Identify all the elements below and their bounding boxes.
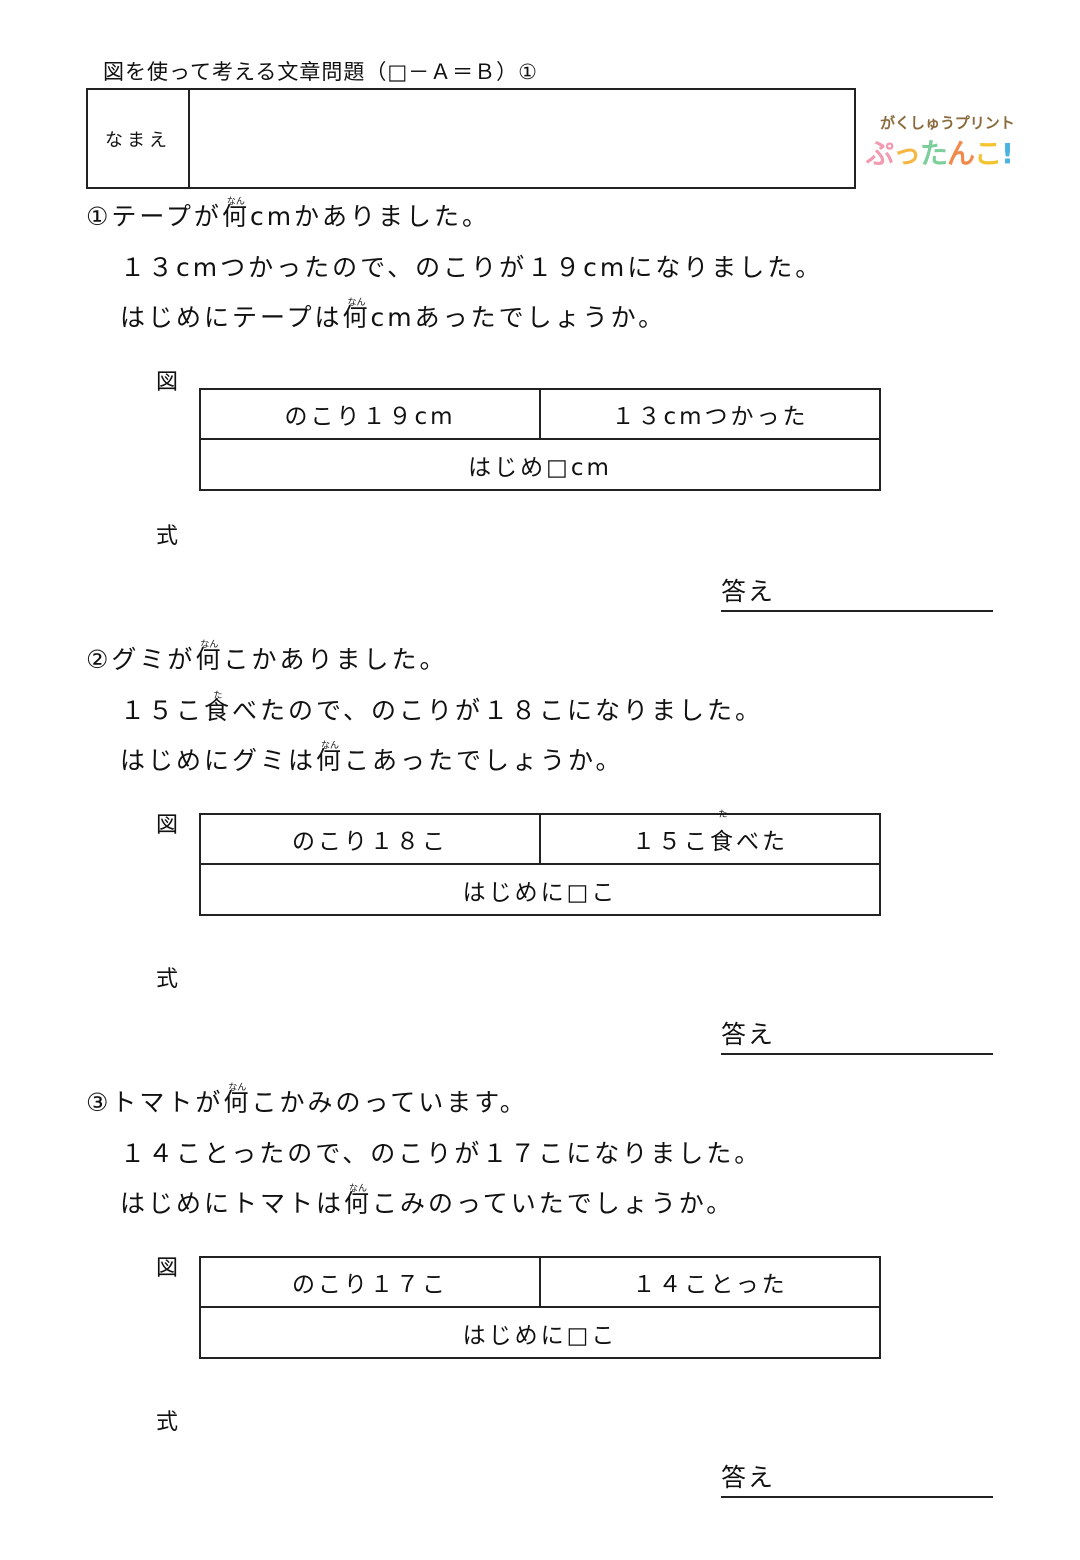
logo-char: ! [1001,137,1014,170]
worksheet-title: 図を使って考える文章問題（□－Ａ＝Ｂ）① [103,60,538,84]
problem-number: ② [86,645,112,674]
answer-field[interactable]: 答え [721,1015,993,1055]
diagram-remaining-cell: のこり１８こ [201,815,541,863]
logo-char: ぷ [866,137,894,170]
ruby-base: 何 [221,202,250,231]
text: テープが [111,202,222,231]
diagram-total-cell: はじめ□cm [468,454,612,481]
logo-tagline: がくしゅうプリント [880,114,1015,132]
text: トマトが [111,1088,224,1117]
equation-label: 式 [156,967,179,992]
text: cmかありました。 [249,202,491,231]
equation-label: 式 [156,1410,179,1435]
answer-label: 答え [721,1020,776,1049]
diagram-top-row: のこり１７こ １４ことった [201,1258,879,1308]
text: べたので、のこりが１８こになりました。 [232,696,764,725]
ruby-reading: た [718,810,728,820]
text: のこり１９cm [284,404,456,430]
figure-label: 図 [156,370,179,395]
diagram-top-row: のこり１９cm １３cmつかった [201,390,879,440]
tape-diagram: のこり１８こ １５こ食たべた はじめに□こ [199,810,881,916]
ruby-reading: なん [200,640,219,650]
ruby-reading: なん [228,1083,247,1093]
ruby-base: 何 [344,1189,373,1218]
ruby-word: 何なん [195,640,224,675]
logo-char: た [920,137,948,170]
problem-line: １５こ食たべたので、のこりが１８こになりました。 [120,691,764,726]
answer-label: 答え [721,1463,776,1492]
ruby-reading: なん [226,197,245,207]
ruby-word: 食た [204,691,233,726]
text: こみのっていたでしょうか。 [372,1189,735,1218]
text: のこり１８こ [292,829,448,855]
equation-label: 式 [156,524,179,549]
problem-line: ③トマトが何なんこかみのっています。 [86,1083,528,1118]
text: １４ことったので、のこりが１７こになりました。 [120,1139,763,1168]
text: １５こ [120,696,205,725]
problem-number: ① [86,202,112,231]
ruby-base: 何 [342,303,371,332]
logo-char: っ [893,137,921,170]
brand-logo: がくしゅうプリント ぷったんこ! [866,110,1015,174]
text: こかみのっています。 [251,1088,528,1117]
text: べた [736,829,788,855]
text: こあったでしょうか。 [344,746,624,775]
ruby-word: 何なん [316,741,345,776]
text: はじめにグミは [120,746,317,775]
text: １４ことった [632,1272,788,1298]
ruby-word: 何なん [342,298,371,333]
ruby-word: 何なん [223,1083,252,1118]
problem-line: ②グミが何なんこかありました。 [86,640,448,675]
logo-char: ん [947,137,975,170]
problem-line: １４ことったので、のこりが１７こになりました。 [120,1139,762,1169]
logo-char: こ [974,137,1002,170]
ruby-reading: なん [321,741,340,751]
text: cmあったでしょうか。 [370,303,667,332]
ruby-base: 何 [195,645,224,674]
diagram-top-row: のこり１８こ １５こ食たべた [201,810,879,865]
tape-diagram: のこり１７こ １４ことった はじめに□こ [199,1256,881,1359]
text: １３cmつかったので、のこりが１９cmになりました。 [120,253,824,282]
logo-brand: ぷったんこ! [866,132,1014,172]
problem-line: はじめにグミは何なんこあったでしょうか。 [120,741,624,776]
ruby-reading: なん [347,298,366,308]
text: こかありました。 [223,645,448,674]
text: １５こ [632,829,710,855]
answer-label: 答え [721,577,776,606]
tape-diagram: のこり１９cm １３cmつかった はじめ□cm [199,388,881,491]
diagram-picked-cell: １４ことった [541,1258,879,1306]
text: はじめにトマトは [120,1189,345,1218]
ruby-base: 食 [710,829,736,855]
ruby-word: 食た [710,810,736,856]
diagram-used-cell: １３cmつかった [541,390,879,438]
ruby-base: 何 [223,1088,252,1117]
diagram-total-cell: はじめに□こ [462,879,618,906]
problem-number: ③ [86,1088,112,1117]
text: はじめにテープは [120,303,343,332]
ruby-word: 何なん [344,1184,373,1219]
text: のこり１７こ [292,1272,448,1298]
ruby-reading: た [213,691,223,701]
text: １３cmつかった [611,404,809,430]
ruby-base: 何 [316,746,345,775]
problem-line: はじめにトマトは何なんこみのっていたでしょうか。 [120,1184,735,1219]
diagram-remaining-cell: のこり１７こ [201,1258,541,1306]
text: グミが [111,645,196,674]
figure-label: 図 [156,813,179,838]
diagram-eaten-cell: １５こ食たべた [541,810,879,863]
answer-field[interactable]: 答え [721,1458,993,1498]
ruby-reading: なん [349,1184,368,1194]
ruby-word: 何なん [221,197,250,232]
diagram-remaining-cell: のこり１９cm [201,390,541,438]
diagram-total-cell: はじめに□こ [462,1322,618,1349]
problem-line: １３cmつかったので、のこりが１９cmになりました。 [120,253,823,283]
figure-label: 図 [156,1256,179,1281]
name-box: なまえ [86,88,856,189]
name-label: なまえ [88,90,190,187]
answer-field[interactable]: 答え [721,572,993,612]
ruby-base: 食 [204,696,233,725]
